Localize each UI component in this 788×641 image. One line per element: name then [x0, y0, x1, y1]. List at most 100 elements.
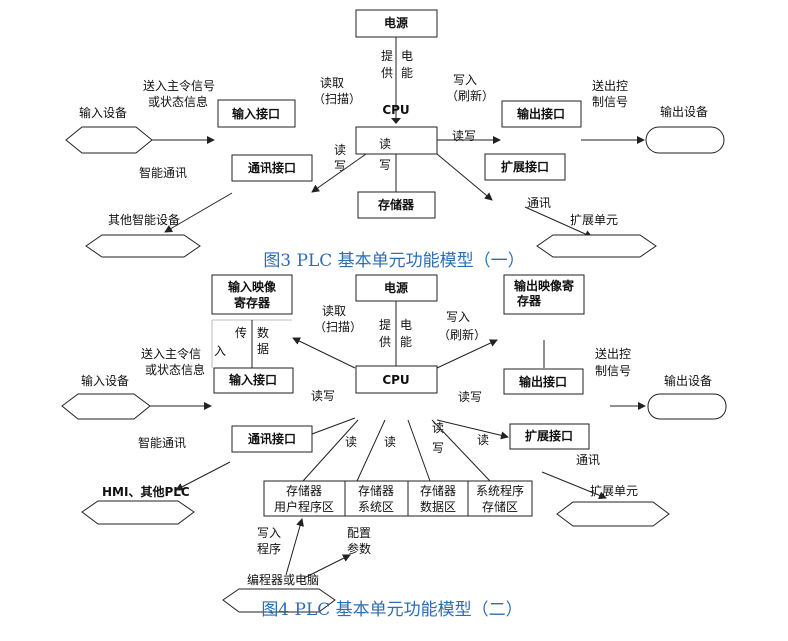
output-port-label: 输出接口 — [517, 106, 565, 121]
input-image-register-box — [211, 274, 293, 315]
left-write: 写 — [334, 159, 346, 173]
programmer-shape — [222, 588, 336, 613]
input-device-label-2: 输入设备 — [81, 373, 129, 388]
input-image-2: 寄存器 — [234, 295, 271, 310]
input-port-label-2: 输入接口 — [229, 372, 277, 387]
comm-other-arrow — [164, 192, 233, 233]
read-scan-2-2: （扫描） — [314, 320, 362, 334]
cpu-arrow-head — [391, 118, 401, 124]
expand-unit-shape — [536, 234, 657, 258]
provide-char-1: 提 — [381, 48, 393, 63]
power-label: 电源 — [384, 15, 408, 30]
power-char-1-2: 电 — [400, 318, 412, 332]
mem-sys-2: 系统区 — [358, 500, 394, 514]
output-ctrl-2: 制信号 — [592, 95, 628, 109]
write-prog-arrow — [285, 518, 304, 576]
write-refresh-1-2: 写入 — [446, 310, 470, 324]
output-port-box-2 — [503, 368, 584, 395]
output-image-register-box — [503, 274, 585, 315]
cpu-output-image-arrow — [436, 339, 498, 369]
comm-port-box-2 — [231, 425, 313, 453]
power-box — [355, 9, 438, 38]
programmer-label: 编程器或电脑 — [247, 572, 319, 587]
power-char-2: 能 — [401, 66, 413, 80]
output-device-shape-2 — [647, 393, 727, 420]
comm-hmi-arrow — [175, 461, 231, 491]
mem-sys-1: 存储器 — [358, 483, 394, 498]
cpu-box-2 — [355, 365, 438, 394]
read-label-1: 读 — [345, 435, 357, 449]
expand-port-box-2 — [509, 423, 590, 450]
mem-data-1: 存储器 — [420, 483, 456, 498]
other-smart-shape — [85, 234, 201, 258]
read-label-3: 读 — [432, 421, 444, 435]
expand-port-label-2: 扩展接口 — [525, 428, 573, 443]
output-ctrl-1: 送出控 — [592, 78, 628, 93]
output-device-label-2: 输出设备 — [664, 373, 712, 388]
comm-port-label: 通讯接口 — [248, 160, 296, 175]
read-scan-1-2: 读取 — [322, 304, 346, 318]
input-port-label: 输入接口 — [232, 106, 280, 121]
send-cmd-2-2: 或状态信息 — [145, 362, 205, 377]
output-image-2: 存器 — [516, 293, 542, 308]
mem-user-1: 存储器 — [286, 483, 322, 498]
transfer-char-4: 据 — [257, 342, 269, 356]
cpu-expand-arrow-2 — [436, 419, 509, 440]
power-char-2-2: 能 — [400, 335, 412, 349]
send-cmd-1-2: 送入主令信 — [141, 346, 201, 361]
mem-prog-box — [467, 480, 533, 517]
comm-port-label-2: 通讯接口 — [248, 431, 296, 446]
output-device-label: 输出设备 — [660, 104, 708, 119]
provide-char-1-2: 提 — [379, 317, 391, 332]
power-label-2: 电源 — [384, 280, 408, 295]
hmi-label: HMI、其他PLC — [102, 484, 190, 499]
write-prog-2: 程序 — [257, 541, 281, 556]
comm-port-box — [231, 154, 313, 182]
output-device-shape — [645, 126, 725, 154]
cpu-comm-arrow — [311, 153, 367, 193]
memory-label: 存储器 — [377, 197, 415, 212]
output-port-box — [501, 100, 582, 128]
mem-prog-2: 存储区 — [482, 499, 518, 514]
mem-line-1 — [302, 419, 359, 482]
center-write: 写 — [379, 158, 391, 172]
power-box-2 — [355, 274, 438, 302]
mem-data-2: 数据区 — [420, 499, 456, 514]
input-image-1: 输入映像 — [228, 279, 277, 294]
send-cmd-2: 或状态信息 — [148, 94, 208, 109]
config-arrow — [303, 554, 351, 579]
expand-unit-label: 扩展单元 — [570, 213, 618, 227]
output-image-1: 输出映像寄 — [514, 278, 574, 293]
expand-unit-arrow-2 — [541, 471, 607, 500]
expand-unit-label-2: 扩展单元 — [590, 484, 638, 498]
cpu-expand-arrow — [436, 153, 493, 201]
output-port-label-2: 输出接口 — [519, 374, 567, 389]
expand-unit-shape-2 — [556, 501, 670, 527]
hmi-shape — [81, 500, 195, 525]
config-2: 参数 — [347, 541, 371, 556]
center-read: 读 — [379, 137, 391, 151]
input-device-shape-2 — [61, 393, 151, 420]
output-ctrl-2-2: 制信号 — [595, 364, 631, 378]
write-refresh-1: 写入 — [453, 73, 477, 87]
mem-line-3 — [407, 419, 431, 482]
mem-user-2: 用户程序区 — [274, 499, 334, 514]
rw-left-label-2: 读写 — [311, 389, 335, 403]
write-refresh-2: （刷新） — [446, 88, 494, 103]
provide-char-2-2: 供 — [379, 335, 391, 349]
expand-port-box — [484, 153, 566, 181]
input-device-shape — [65, 126, 153, 154]
power-char-1: 电 — [401, 49, 413, 63]
cpu-input-image-arrow — [292, 337, 356, 369]
smart-comm-label-2: 智能通讯 — [138, 435, 186, 450]
expand-unit-arrow — [524, 206, 593, 238]
other-smart-label: 其他智能设备 — [108, 212, 180, 227]
write-prog-1: 写入 — [257, 526, 281, 540]
read-scan-1: 读取 — [320, 76, 344, 90]
mem-prog-1: 系统程序 — [476, 483, 524, 498]
transfer-char-2: 数 — [257, 325, 269, 340]
expand-port-label: 扩展接口 — [501, 159, 549, 174]
provide-char-2: 供 — [381, 66, 393, 80]
read-label-4: 读 — [477, 433, 489, 447]
